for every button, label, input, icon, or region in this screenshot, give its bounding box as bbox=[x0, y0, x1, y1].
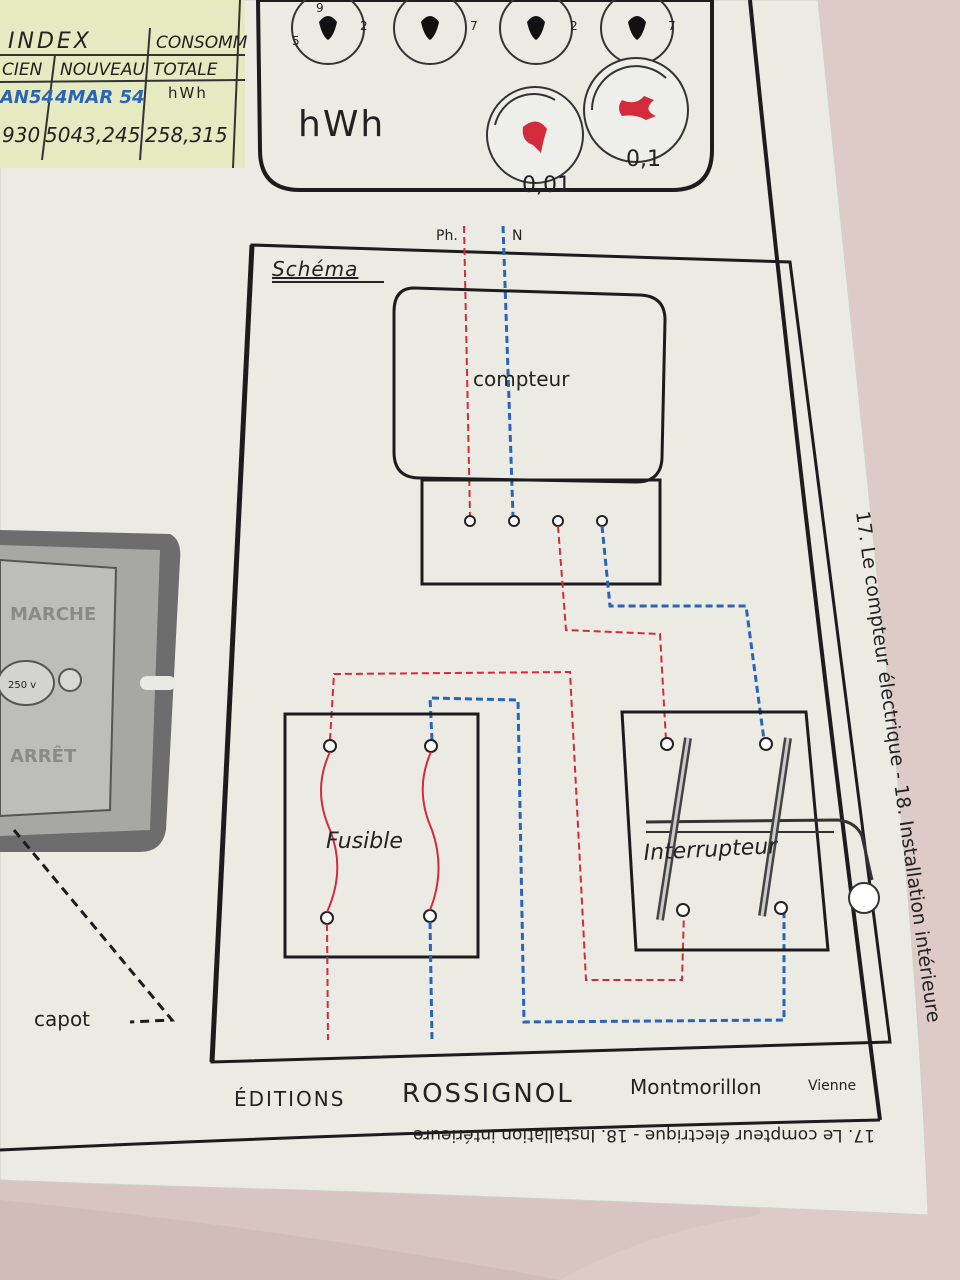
index-date-new: 4MAR 54 bbox=[54, 87, 145, 108]
neutral-to-switch-wire bbox=[600, 525, 766, 741]
dial-digits: 2 bbox=[570, 19, 578, 33]
dial-small bbox=[486, 86, 584, 184]
dial-2 bbox=[393, 0, 467, 65]
dial-large-label: 0,1 bbox=[626, 147, 661, 172]
switch-device-dial bbox=[0, 660, 55, 706]
meter-face-border bbox=[255, 0, 714, 192]
paper-sheet bbox=[0, 0, 929, 1216]
switch-terminal bbox=[774, 901, 788, 915]
terminal-2 bbox=[508, 515, 520, 527]
schema-title: Schéma bbox=[272, 257, 358, 281]
index-table: INDEX CONSOMM CIEN NOUVEAU TOTALE AN54 4… bbox=[0, 0, 248, 169]
footer-publisher: ÉDITIONS bbox=[234, 1087, 345, 1111]
dial-digits: 9 bbox=[316, 1, 324, 15]
switch-device: MARCHE ARRÊT 250 v capot bbox=[0, 530, 181, 1031]
fuse-terminal bbox=[424, 739, 438, 753]
dial-digits: 2 bbox=[360, 19, 368, 33]
index-unit: hWh bbox=[168, 84, 208, 102]
switch-off-label: ARRÊT bbox=[10, 745, 77, 767]
switch-terminal bbox=[676, 903, 690, 917]
dial-small-label: 0,01 bbox=[522, 173, 571, 198]
switch-device-screw bbox=[58, 668, 82, 692]
switch-terminal bbox=[759, 737, 773, 751]
schema-frame-left bbox=[209, 244, 255, 1063]
meter-face: 5 9 2 7 2 7 hWh 0,01 0,1 bbox=[255, 0, 714, 198]
frame-right-border bbox=[748, 0, 882, 1121]
switch-voltage-label: 250 v bbox=[8, 680, 36, 691]
index-value-total: 258,315 bbox=[145, 123, 228, 147]
dial-row: 5 9 2 7 2 7 bbox=[291, 0, 676, 65]
mirrored-caption: 17. Le compteur électrique - 18. Install… bbox=[413, 1125, 875, 1145]
fuse-wire-neutral bbox=[421, 751, 440, 911]
phase-feed-wire bbox=[463, 225, 471, 517]
meter-box bbox=[392, 286, 667, 484]
meter-unit-label: hWh bbox=[298, 104, 385, 145]
fuse-terminal bbox=[423, 909, 437, 923]
phase-label: Ph. bbox=[436, 228, 458, 244]
fuse-terminal bbox=[320, 911, 334, 925]
cover-pointer-line bbox=[12, 829, 176, 1024]
index-col-new: NOUVEAU bbox=[60, 60, 146, 80]
fabric-shadow bbox=[0, 1200, 560, 1280]
switch-on-label: MARCHE bbox=[10, 604, 96, 625]
neutral-feed-wire bbox=[501, 225, 515, 517]
footer-brand: ROSSIGNOL bbox=[402, 1079, 574, 1109]
index-col-total: TOTALE bbox=[153, 60, 218, 80]
switch-blade-highlight bbox=[658, 737, 690, 921]
fuse-to-switch-neutral-wire bbox=[428, 696, 786, 1024]
switch-lever-knob bbox=[848, 882, 880, 914]
terminal-block bbox=[420, 478, 662, 586]
index-row-divider bbox=[0, 79, 246, 83]
fuse-to-switch-phase-wire bbox=[329, 670, 685, 981]
terminal-1 bbox=[464, 515, 476, 527]
index-value-new: 5043,245 bbox=[45, 123, 140, 147]
meter-box-label: compteur bbox=[473, 367, 570, 391]
dial-1 bbox=[291, 0, 365, 65]
fuse-terminal bbox=[323, 739, 337, 753]
fuse-out-phase bbox=[326, 923, 329, 1041]
neutral-label: N bbox=[512, 228, 522, 244]
switch-box bbox=[620, 710, 830, 952]
consumption-header: CONSOMM bbox=[156, 33, 248, 53]
fuse-out-neutral bbox=[428, 921, 434, 1041]
footer-city: Montmorillon bbox=[630, 1075, 762, 1099]
fuse-box-label: Fusible bbox=[326, 829, 403, 854]
switch-blade-highlight bbox=[760, 737, 790, 917]
switch-device-slot bbox=[140, 676, 176, 690]
terminal-4 bbox=[596, 515, 608, 527]
switch-device-plate bbox=[0, 558, 118, 818]
footer: ÉDITIONS ROSSIGNOL Montmorillon Vienne bbox=[234, 1075, 856, 1111]
index-col-old: CIEN bbox=[2, 60, 43, 80]
dial-3 bbox=[499, 0, 573, 65]
switch-terminal bbox=[660, 737, 674, 751]
dial-digits: 7 bbox=[668, 19, 676, 33]
fuse-wire-phase bbox=[320, 751, 339, 913]
dial-digits: 7 bbox=[470, 19, 478, 33]
dial-digits: 5 bbox=[292, 34, 300, 48]
index-col-divider bbox=[232, 0, 241, 169]
index-col-divider bbox=[139, 27, 151, 161]
schema-panel: Schéma Ph. N compteur Fusible bbox=[209, 225, 892, 1064]
footer-region: Vienne bbox=[808, 1078, 856, 1094]
terminal-3 bbox=[552, 515, 564, 527]
dial-large bbox=[583, 57, 689, 163]
index-table-background bbox=[0, 0, 245, 168]
frame-bottom-border bbox=[0, 1118, 881, 1152]
switch-lever-bar bbox=[645, 818, 874, 881]
index-value-old: 930 bbox=[2, 123, 40, 147]
fuse-box bbox=[283, 712, 480, 959]
index-header: INDEX bbox=[8, 29, 92, 54]
index-col-divider bbox=[41, 54, 56, 161]
index-date-old: AN54 bbox=[0, 87, 54, 108]
cover-label: capot bbox=[34, 1007, 90, 1031]
